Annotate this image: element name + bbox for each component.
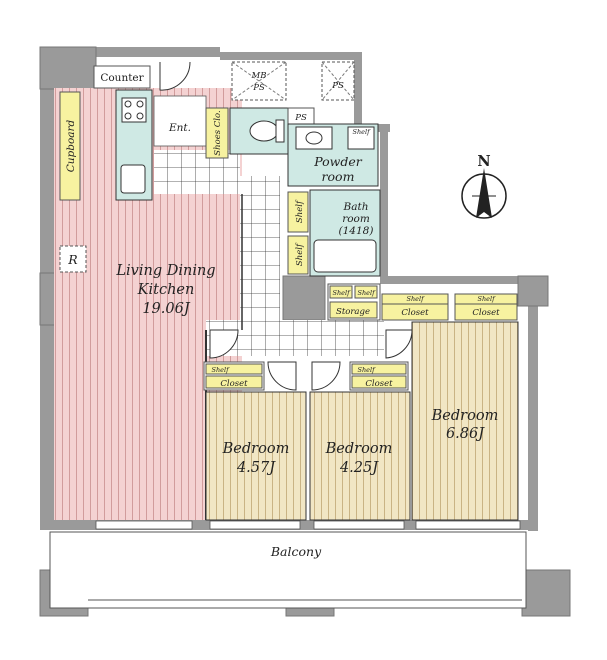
storage-shelf-2: Shelf	[358, 289, 377, 297]
cupboard	[59, 91, 81, 201]
bath-line2: room	[342, 213, 370, 225]
ldk-size: 19.06J	[142, 301, 191, 317]
closet-bed-left-label: Closet	[220, 379, 248, 389]
counter-label: Counter	[100, 72, 144, 84]
north-label: N	[477, 153, 490, 170]
entry-door	[159, 61, 191, 91]
closet-bed-right-1-shelf: Shelf	[407, 295, 426, 303]
cupboard-label: Cupboard	[65, 119, 77, 172]
shoes-closet	[205, 107, 229, 159]
storage-shelf-1: Shelf	[333, 289, 352, 297]
storage-label: Storage	[336, 307, 370, 317]
powder-shelf	[347, 126, 375, 150]
ldk-lower-left	[56, 320, 206, 520]
ldk-line1: Living Dining	[115, 263, 215, 279]
ldk-line2: Kitchen	[137, 282, 195, 298]
bedroom-center-right-floor	[309, 391, 411, 521]
toilet-icon	[249, 120, 279, 142]
closet-bed-left-shelf: Shelf	[212, 366, 231, 374]
bedroom-center-right-size: 4.25J	[339, 460, 379, 476]
entrance-label: Ent.	[168, 122, 191, 134]
mb-label: MB	[251, 71, 267, 81]
bath-size: (1418)	[339, 225, 374, 237]
mb-ps-label: PS	[252, 83, 265, 93]
closet-bed-center-label: Closet	[365, 379, 393, 389]
powder-shelf-label: Shelf	[353, 128, 372, 136]
north-arrow-icon	[461, 168, 507, 219]
bathtub-icon	[313, 239, 377, 273]
entrance-floor	[153, 95, 207, 147]
refrigerator-label: R	[67, 252, 77, 267]
hall-shelf-2-label: Shelf	[295, 242, 305, 266]
hall-shelf-1	[287, 191, 309, 233]
hall-shelf-2	[287, 235, 309, 275]
ps-shaft-label: PS	[331, 81, 344, 91]
bedroom-right-name: Bedroom	[431, 408, 499, 424]
counter-box	[93, 65, 151, 89]
closet-bed-right-2-label: Closet	[472, 308, 500, 318]
balcony-label: Balcony	[270, 544, 322, 559]
closet-bed-center-shelf: Shelf	[358, 366, 377, 374]
closet-bed-right-2-shelf: Shelf	[478, 295, 497, 303]
bedroom-center-left-size: 4.57J	[236, 460, 276, 476]
bath-line1: Bath	[343, 201, 369, 213]
powder-line1: Powder	[313, 154, 363, 169]
sink-icon	[120, 164, 146, 194]
closet-bed-right-2	[454, 293, 518, 321]
balcony	[49, 531, 527, 609]
closet-bed-right-1	[381, 293, 449, 321]
ps-small-label: PS	[294, 113, 307, 123]
powder-line2: room	[322, 169, 355, 184]
refrigerator-space	[59, 245, 87, 273]
bedroom-right-floor	[411, 321, 519, 521]
bedroom-right-size: 6.86J	[446, 426, 485, 442]
bedroom-center-left-floor	[205, 391, 307, 521]
bedroom-center-left-name: Bedroom	[222, 441, 290, 457]
closet-bed-right-1-label: Closet	[401, 308, 429, 318]
south-windows	[95, 520, 521, 530]
hall-shelf-1-label: Shelf	[295, 199, 305, 223]
shoes-closet-label: Shoes Clo.	[213, 110, 223, 155]
bedroom-center-right-name: Bedroom	[325, 441, 393, 457]
